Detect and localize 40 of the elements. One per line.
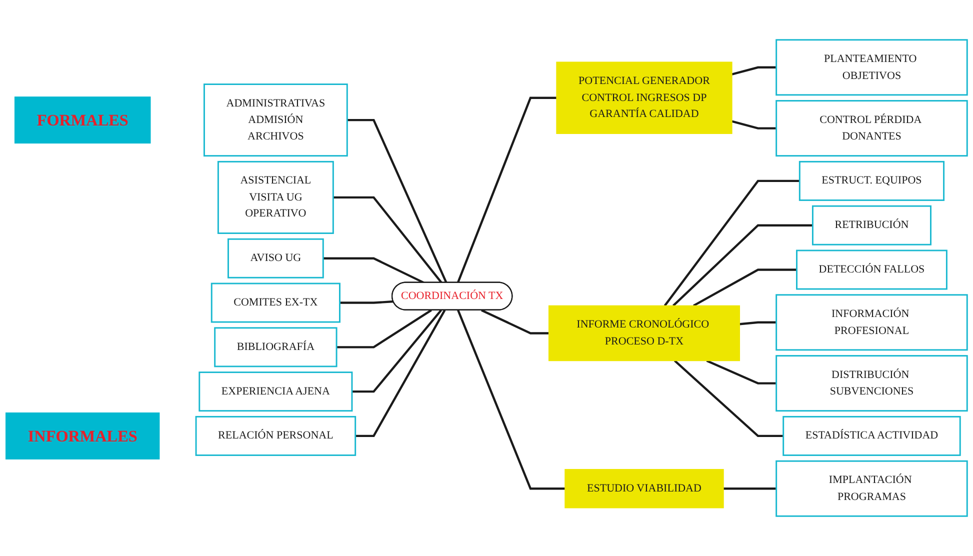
node-box: ESTRUCT. EQUIPOS <box>798 160 945 201</box>
connector <box>674 360 784 438</box>
node-box: ESTADÍSTICA ACTIVIDAD <box>782 416 961 456</box>
node-box: IMPLANTACIÓN PROGRAMAS <box>776 460 968 517</box>
node-box: INFORMACIÓN PROFESIONAL <box>776 294 968 351</box>
connector <box>456 96 557 284</box>
connector <box>352 310 442 393</box>
connector <box>340 300 394 304</box>
node-box: COMITES EX-TX <box>210 282 340 323</box>
node-box: FORMALES <box>14 96 151 144</box>
node-box: BIBLIOGRAFÍA <box>214 327 338 368</box>
node-box: ASISTENCIAL VISITA UG OPERATIVO <box>217 160 334 234</box>
connector <box>706 360 776 384</box>
connector <box>664 180 800 306</box>
connector <box>723 488 776 490</box>
node-box: INFORMALES <box>6 412 160 460</box>
connector <box>336 309 432 348</box>
connector <box>457 310 565 490</box>
node-box: RELACIÓN PERSONAL <box>195 416 356 456</box>
node-box: CONTROL PÉRDIDA DONANTES <box>776 100 968 157</box>
node-box: EXPERIENCIA AJENA <box>198 372 353 412</box>
node-box: ADMINISTRATIVAS ADMISIÓN ARCHIVOS <box>204 84 348 157</box>
node-box: INFORME CRONOLÓGICO PROCESO D-TX <box>548 305 740 362</box>
node-box: ESTUDIO VIABILIDAD <box>564 468 724 508</box>
node-box: RETRIBUCIÓN <box>812 205 932 246</box>
connector <box>672 224 813 306</box>
connector <box>732 120 776 130</box>
connector <box>323 257 424 284</box>
connector <box>732 66 776 76</box>
connector <box>693 268 797 307</box>
node-box: DETECCIÓN FALLOS <box>796 250 948 290</box>
connector <box>347 118 448 284</box>
node-box: POTENCIAL GENERADOR CONTROL INGRESOS DP GARANTÍA CALIDAD <box>556 62 732 134</box>
node-box: PLANTEAMIENTO OBJETIVOS <box>776 39 968 96</box>
node-box: DISTRIBUCIÓN SUBVENCIONES <box>776 355 968 412</box>
connector <box>355 310 446 438</box>
connector <box>481 309 549 334</box>
node-box: AVISO UG <box>228 238 324 278</box>
connector <box>740 321 776 326</box>
connector <box>333 196 442 284</box>
